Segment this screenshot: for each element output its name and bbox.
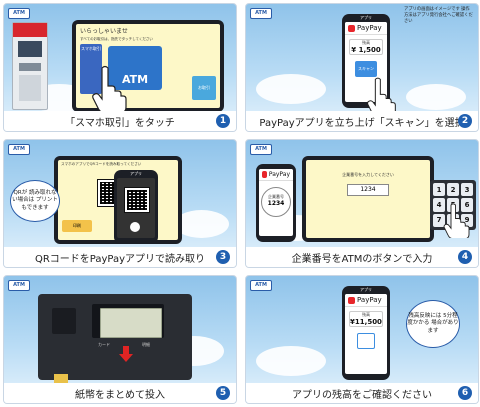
company-code-label: 企業番号: [268, 194, 284, 199]
keypad-key[interactable]: 3: [461, 183, 473, 197]
card-slot: [52, 308, 76, 334]
step-caption: 「スマホ取引」をタッチ: [65, 117, 175, 129]
step-panel-2: ATM アプリの画面はイメージです 操作方法はアプリ発行会社へご確認ください ア…: [245, 3, 479, 132]
screen-instruction: スマホのアプリでQRコードを読み取ってください: [61, 162, 142, 166]
keypad-key[interactable]: 6: [461, 198, 473, 212]
scan-icon-button[interactable]: [357, 333, 375, 349]
screen-instruction: 企業番号を入力してください: [342, 172, 394, 177]
down-arrow-icon: [119, 346, 133, 362]
smartphone: アプリ: [114, 170, 158, 244]
step-number-badge: 5: [216, 386, 230, 400]
smartphone-transaction-button[interactable]: スマホ取引: [80, 44, 102, 94]
atm-tile-label: ATM: [121, 73, 149, 86]
print-tip-bubble: QRが 読み取れない場合は プリントもできます: [10, 180, 60, 222]
paypay-icon: [262, 171, 267, 178]
step-number-badge: 6: [458, 386, 472, 400]
balance-delay-bubble: 残高反映には 5分程度かかる 場合があります: [406, 300, 460, 348]
balance-card: 残高 ¥ 1,500: [349, 39, 383, 55]
cloud-decoration: [174, 210, 229, 238]
step-caption: アプリの残高をご確認ください: [292, 389, 432, 401]
atm-logo: ATM: [250, 144, 272, 155]
step-panel-1: ATM いらっしゃいませ すべてのお取引は、指先でタッチしてください スマホ取引…: [3, 3, 237, 132]
screen-subtitle: すべてのお取引は、指先でタッチしてください: [80, 37, 153, 41]
pointing-hand-icon: [443, 203, 470, 238]
step-caption: QRコードをPayPayアプリで読み取り: [34, 253, 206, 265]
atm-logo: ATM: [250, 8, 272, 19]
keypad-key[interactable]: 4: [433, 198, 445, 212]
disclaimer-note: アプリの画面はイメージです 操作方法はアプリ発行会社へご確認ください: [404, 7, 473, 24]
atm-logo: ATM: [8, 8, 30, 19]
pointing-hand-icon: [367, 77, 396, 116]
paypay-icon: [348, 24, 355, 32]
company-code-value: 1234: [267, 200, 285, 207]
slot-label-receipt: 明細: [142, 342, 150, 347]
keypad-key[interactable]: 1: [433, 183, 445, 197]
slot-label-card: カード: [98, 342, 110, 347]
step-caption: 紙幣をまとめて投入: [75, 389, 165, 401]
step-panel-3: ATM スマホのアプリでQRコードを読み取ってください 印刷 アプリ QRが 読…: [3, 139, 237, 268]
app-name: PayPay: [357, 296, 382, 304]
atm-logo: ATM: [250, 280, 272, 291]
step-number-badge: 4: [458, 250, 472, 264]
print-button[interactable]: 印刷: [62, 220, 92, 232]
scanned-qr-code: [124, 187, 150, 213]
step-caption: PayPayアプリを立ち上げ「スキャン」を選択: [259, 117, 465, 129]
smartphone: アプリ PayPay 残高 ¥11,500: [342, 286, 390, 380]
step-panel-5: ATM カード 明細 紙幣をまとめて投入 5: [3, 275, 237, 404]
keypad-key[interactable]: 2: [447, 183, 459, 197]
phone-title: アプリ: [360, 15, 372, 20]
keypad-key[interactable]: 7: [433, 213, 445, 227]
balance-card: 残高 ¥11,500: [349, 311, 383, 327]
camera-shutter-icon: [130, 222, 140, 232]
atm-logo-tile: ATM: [108, 46, 162, 90]
scan-label: スキャン: [358, 66, 374, 71]
atm-machine: [12, 22, 48, 110]
balance-label: 残高: [362, 40, 370, 45]
cloud-decoration: [256, 346, 326, 376]
pointing-hand-icon: [92, 65, 127, 112]
transaction-button[interactable]: お取引: [192, 76, 216, 100]
banknote-stack-icon: [100, 308, 162, 338]
company-code-circle: 企業番号 1234: [261, 187, 291, 217]
balance-amount: ¥11,500: [350, 318, 382, 326]
step-panel-6: ATM アプリ PayPay 残高 ¥11,500 残高反映には 5分程度かかる…: [245, 275, 479, 404]
atm-screen: 企業番号を入力してください 1234: [302, 156, 434, 242]
atm-logo: ATM: [8, 144, 30, 155]
balance-label: 残高: [362, 312, 370, 317]
step-number-badge: 3: [216, 250, 230, 264]
atm-screen: いらっしゃいませ すべてのお取引は、指先でタッチしてください スマホ取引 ATM…: [72, 20, 224, 112]
balance-amount: ¥ 1,500: [351, 46, 381, 54]
app-name: PayPay: [268, 171, 290, 178]
step-panel-4: ATM PayPay 企業番号 1234 企業番号を入力してください 1234 …: [245, 139, 479, 268]
company-code-input[interactable]: 1234: [347, 184, 389, 196]
phone-title: アプリ: [130, 171, 142, 176]
screen-title: いらっしゃいませ: [80, 28, 128, 35]
cloud-decoration: [406, 84, 466, 110]
app-name: PayPay: [357, 24, 382, 32]
smartphone: PayPay 企業番号 1234: [256, 164, 296, 242]
tray-bar: [54, 374, 68, 384]
step-number-badge: 2: [458, 114, 472, 128]
paypay-icon: [348, 296, 355, 304]
scan-button[interactable]: スキャン: [355, 61, 377, 77]
phone-title: アプリ: [360, 287, 372, 292]
step-caption: 企業番号をATMのボタンで入力: [291, 253, 433, 265]
atm-cash-panel: カード 明細: [38, 294, 192, 380]
atm-logo: ATM: [8, 280, 30, 291]
cloud-decoration: [256, 74, 326, 104]
step-number-badge: 1: [216, 114, 230, 128]
